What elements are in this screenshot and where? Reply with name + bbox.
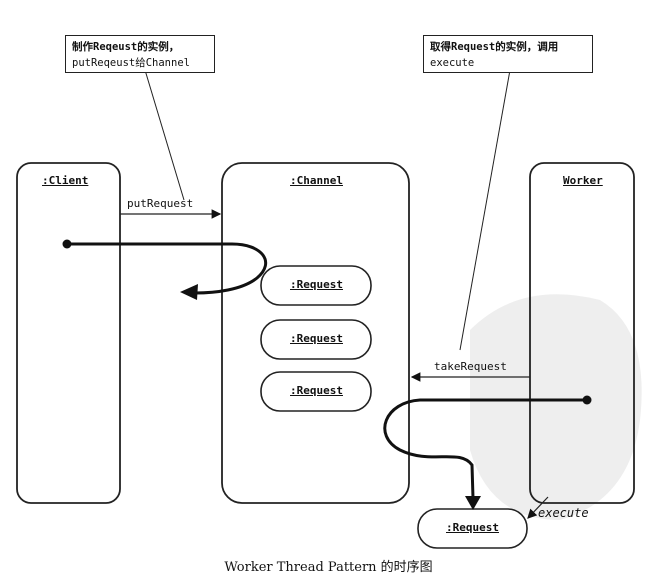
request-oval-2	[260, 319, 372, 360]
take-request-label: takeRequest	[434, 360, 507, 373]
watermark-seal	[470, 294, 642, 520]
client-callout-note: 制作Reqeust的实例， putReqeust给Channel	[65, 35, 215, 73]
channel-lifeline-box	[221, 162, 410, 504]
worker-thread-flow	[383, 395, 592, 510]
request-label-out: :Request	[446, 521, 499, 534]
channel-title: :Channel	[290, 174, 343, 187]
worker-callout-note: 取得Request的实例，调用 execute	[423, 35, 593, 73]
worker-lifeline-box	[529, 162, 635, 504]
worker-title: Worker	[563, 174, 603, 187]
client-note-leader	[144, 69, 185, 201]
client-thread-flow	[62, 239, 268, 300]
execute-label: execute	[538, 506, 589, 520]
diagram-caption: Worker Thread Pattern 的时序图	[224, 560, 433, 575]
put-request-label: putRequest	[127, 197, 194, 210]
request-label-2: :Request	[290, 332, 343, 345]
client-lifeline-box	[16, 162, 121, 504]
worker-note-leader	[459, 69, 511, 351]
client-note-line1: 制作Reqeust的实例，	[72, 41, 180, 53]
client-note-line2: putReqeust给Channel	[72, 57, 190, 69]
execute-arrow	[527, 496, 549, 519]
worker-note-line1: 取得Request的实例，调用	[430, 41, 559, 53]
worker-note-line2: execute	[430, 57, 475, 69]
request-label-3: :Request	[290, 384, 343, 397]
request-label-1: :Request	[290, 278, 343, 291]
request-oval-1	[260, 265, 372, 306]
client-title: :Client	[42, 174, 89, 187]
request-oval-3	[260, 371, 372, 412]
